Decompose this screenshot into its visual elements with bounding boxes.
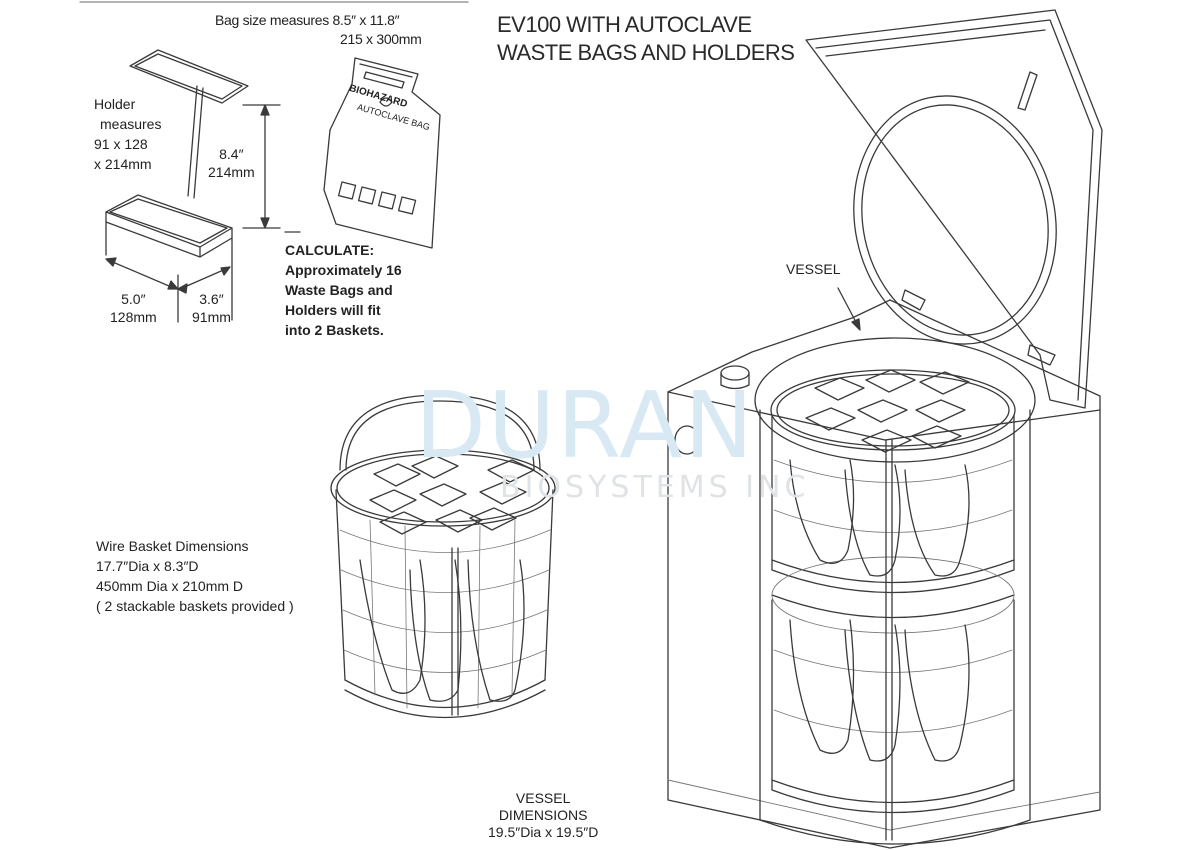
- autoclave-unit-drawing: [667, 9, 1103, 849]
- holder-measures-label: Holder measures 91 x 128 x 214mm: [94, 94, 161, 174]
- bag-size-line-2: 215 x 300mm: [340, 31, 422, 47]
- vessel-dims-line-3: 19.5″Dia x 19.5″D: [488, 824, 599, 840]
- basket-line-2: 17.7″Dia x 8.3″D: [96, 558, 199, 574]
- holder-line-3: 91 x 128: [94, 136, 148, 152]
- calculate-heading: CALCULATE:: [285, 242, 375, 258]
- wire-basket-drawing: [330, 394, 556, 719]
- calculate-line-1: Approximately 16: [285, 262, 402, 278]
- holder-depth-mm: 91mm: [192, 309, 231, 325]
- holder-height-dimension: 8.4″ 214mm: [208, 145, 255, 181]
- calculate-line-2: Waste Bags and: [285, 282, 393, 298]
- vessel-label: VESSEL: [786, 261, 841, 277]
- watermark-subtitle: BIOSYSTEMS INC: [500, 470, 810, 505]
- calculate-line-4: into 2 Baskets.: [285, 322, 384, 338]
- holder-line-4: x 214mm: [94, 156, 152, 172]
- vessel-dimensions: VESSEL DIMENSIONS 19.5″Dia x 19.5″D: [488, 790, 598, 841]
- vessel-dims-line-1: VESSEL: [515, 790, 571, 806]
- calculate-line-3: Holders will fit: [285, 302, 381, 318]
- bag-holder-drawing: [105, 49, 281, 323]
- holder-line-2: measures: [100, 116, 162, 132]
- holder-width-mm: 128mm: [110, 309, 157, 325]
- title-line-2: WASTE BAGS AND HOLDERS: [497, 40, 795, 65]
- holder-height-inches: 8.4″: [219, 146, 244, 162]
- holder-width-inches: 5.0″: [121, 291, 146, 307]
- calculate-note: CALCULATE: Approximately 16 Waste Bags a…: [285, 240, 402, 340]
- holder-height-mm: 214mm: [208, 164, 255, 180]
- bag-size-line-1: Bag size measures 8.5″ x 11.8″: [215, 12, 400, 28]
- basket-line-3: 450mm Dia x 210mm D: [96, 578, 244, 594]
- holder-depth-inches: 3.6″: [199, 291, 224, 307]
- holder-width-dimension: 5.0″ 128mm: [110, 290, 157, 326]
- holder-line-1: Holder: [94, 96, 136, 112]
- wire-basket-dimensions: Wire Basket Dimensions 17.7″Dia x 8.3″D …: [96, 536, 294, 616]
- vessel-dims-line-2: DIMENSIONS: [498, 807, 588, 823]
- title-line-1: EV100 WITH AUTOCLAVE: [497, 12, 752, 37]
- autoclave-bag-drawing: [323, 57, 441, 249]
- watermark-duran: DURAN: [415, 372, 756, 479]
- holder-depth-dimension: 3.6″ 91mm: [192, 290, 231, 326]
- basket-line-4: ( 2 stackable baskets provided ): [96, 598, 294, 614]
- basket-line-1: Wire Basket Dimensions: [96, 538, 249, 554]
